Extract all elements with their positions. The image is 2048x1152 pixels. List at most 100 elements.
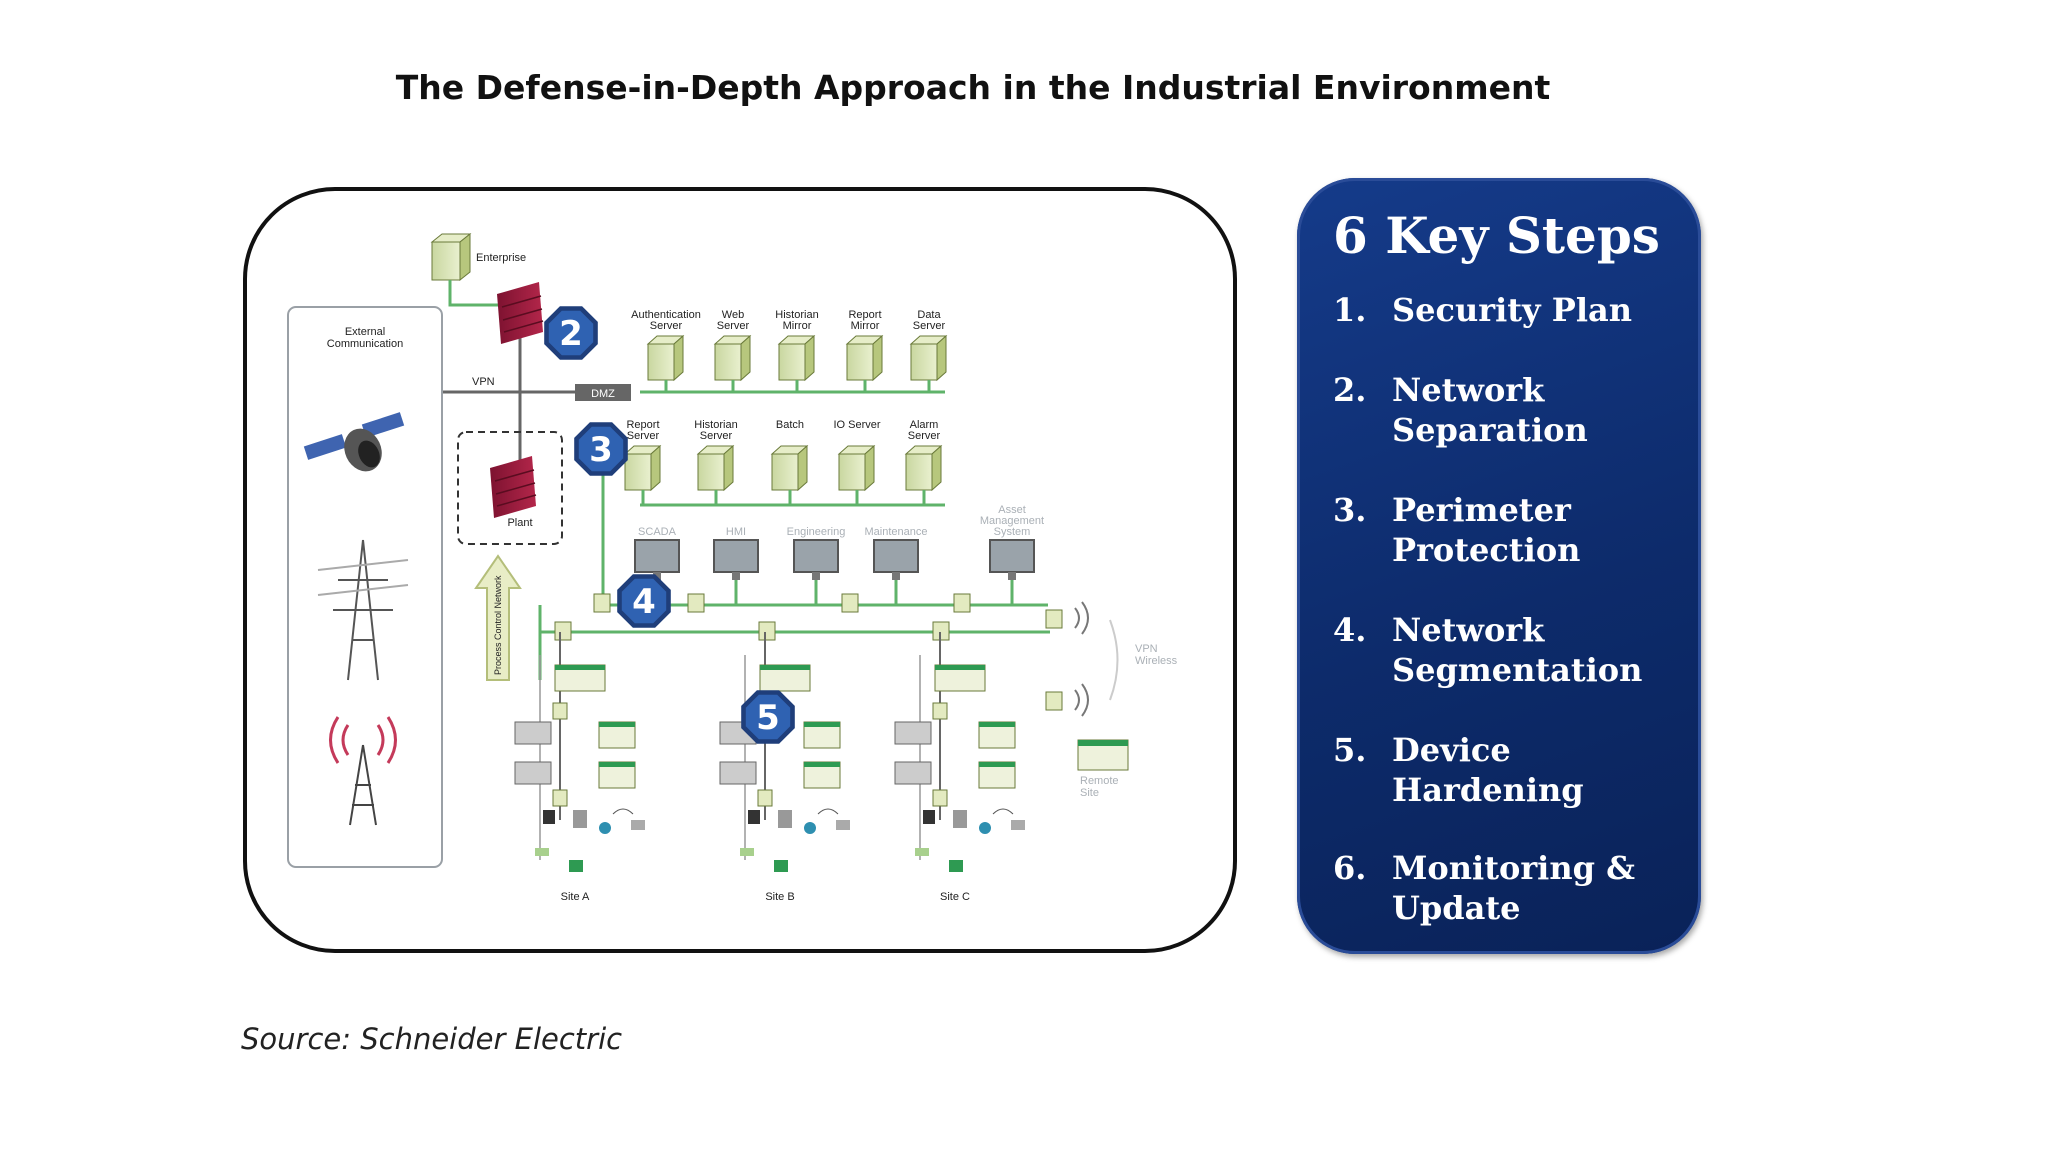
station-label-line: SCADA (638, 526, 677, 538)
switch-icon (552, 789, 568, 807)
step-text: Device Hardening (1392, 731, 1584, 809)
station-label-line: Maintenance (865, 526, 928, 538)
monitor-icon (989, 539, 1035, 580)
plant-server-label-line: Alarm (910, 419, 939, 431)
plc-rack-icon (803, 721, 841, 749)
step-item: 3.Perimeter Protection (1333, 490, 1682, 570)
switch-icon (953, 593, 971, 613)
step-number: 5. (1333, 731, 1367, 769)
step-item: 1. Security Plan (1333, 290, 1682, 330)
step-badge: 4 (617, 574, 671, 628)
dmz-server-label-line: Server (650, 320, 683, 332)
step-badge: 3 (574, 422, 628, 476)
external-label-line: Communication (327, 338, 403, 350)
server-icon (845, 334, 884, 382)
dmz-box (575, 384, 631, 401)
plc-rack-icon (554, 664, 606, 692)
field-devices (915, 808, 1025, 872)
server-icon (696, 444, 735, 492)
site-label: Site A (561, 891, 590, 903)
dmz-server-label-line: Historian (775, 309, 818, 321)
step-number: 1. (1333, 291, 1367, 329)
server-icon (837, 444, 876, 492)
badge-number: 4 (632, 582, 656, 622)
site-cluster: Site A (514, 632, 645, 903)
step-item: 2. Network Separation (1333, 370, 1682, 450)
dmz-server-label-line: Server (717, 320, 750, 332)
step-text: Network Separation (1392, 371, 1588, 449)
server-icon (646, 334, 685, 382)
step-number: 3. (1333, 491, 1367, 529)
plc-rack-icon (894, 721, 932, 745)
plant-server-label-line: Server (700, 430, 733, 442)
dmz-server-label-line: Data (917, 309, 941, 321)
server-icon (770, 444, 809, 492)
switch-icon (1045, 609, 1063, 629)
step-number: 2. (1333, 371, 1367, 409)
external-communication-box (287, 306, 443, 868)
plc-rack-icon (719, 761, 757, 785)
key-steps-panel: 6 Key Steps 1. Security Plan 2. Network Sep… (1297, 178, 1701, 954)
svg-text:Process Control Network: Process Control Network (493, 575, 503, 675)
badge-number: 5 (756, 698, 780, 738)
station-label: SCADA (638, 526, 677, 538)
site-cluster: Site C (894, 632, 1025, 903)
site-cluster: Site B (719, 632, 850, 903)
monitor-icon (873, 539, 919, 580)
monitor-icon (634, 539, 680, 580)
vpn-label: VPN (472, 376, 495, 388)
step-item: 4.Network Segmentation (1333, 610, 1682, 690)
dmz-server-label-line: Authentication (631, 309, 701, 321)
step-text: Monitoring & Update (1392, 849, 1635, 927)
plant-server-label-line: IO Server (833, 419, 880, 431)
remote-site-line: Remote (1080, 775, 1119, 787)
wireless-icon (1074, 601, 1119, 717)
satellite-icon (303, 412, 405, 472)
dmz-server-label-line: Report (848, 309, 881, 321)
switch-icon (932, 789, 948, 807)
monitor-icon (713, 539, 759, 580)
radio-tower-icon (329, 716, 397, 826)
plant-server-label-line: Server (627, 430, 660, 442)
plant-label: Plant (507, 517, 532, 529)
enterprise-label: Enterprise (476, 252, 526, 264)
enterprise-server-icon (430, 232, 472, 282)
server-icon (623, 444, 662, 492)
switch-icon (554, 621, 572, 641)
dmz-server-label-line: Mirror (851, 320, 880, 332)
key-steps-title: 6 Key Steps (1333, 206, 1660, 265)
step-item: 6.Monitoring & Update (1333, 848, 1682, 928)
badge-number: 2 (559, 314, 583, 354)
plc-rack-icon (803, 761, 841, 789)
firewall-icon (490, 456, 537, 518)
page-title: The Defense-in-Depth Approach in the Ind… (395, 68, 1551, 107)
step-item: 5. Device Hardening (1333, 730, 1682, 810)
station-label-line: Asset (998, 504, 1026, 516)
server-icon (777, 334, 816, 382)
field-devices (740, 808, 850, 872)
process-network-arrow: Process Control Network (474, 554, 522, 681)
step-badge: 5 (741, 690, 795, 744)
plc-rack-icon (514, 721, 552, 745)
step-text: Network Segmentation (1392, 611, 1643, 689)
station-label-line: Management (980, 515, 1044, 527)
switch-icon (552, 702, 568, 720)
switch-icon (757, 789, 773, 807)
remote-site-line: Site (1080, 787, 1099, 799)
source-caption: Source: Schneider Electric (241, 1022, 623, 1056)
station-label-line: HMI (726, 526, 746, 538)
switch-icon (932, 702, 948, 720)
switch-row (554, 593, 1063, 641)
step-text: Security Plan (1392, 291, 1632, 329)
plant-server-label-line: Batch (776, 419, 804, 431)
station-label-line: Engineering (787, 526, 846, 538)
